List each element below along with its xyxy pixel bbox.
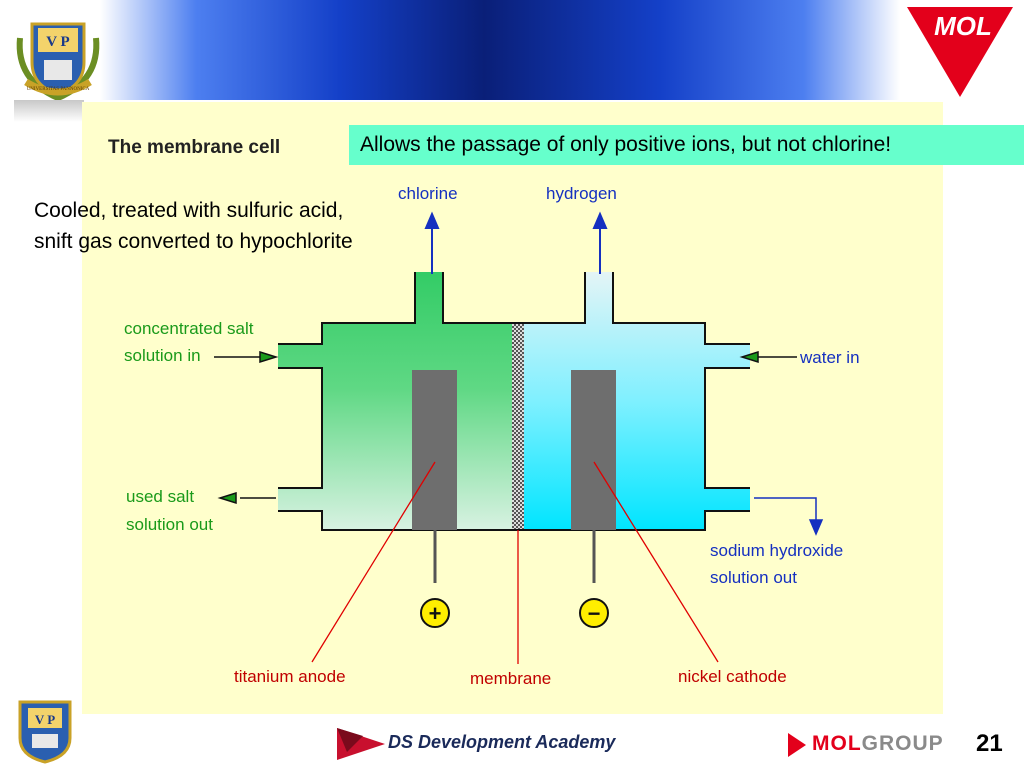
shadow-strip	[14, 100, 84, 122]
label-cathode: nickel cathode	[678, 667, 787, 686]
label-anode: titanium anode	[234, 667, 346, 686]
membrane	[512, 323, 524, 530]
label-salt-in-2: solution in	[124, 346, 201, 365]
crest-small-letters: V P	[35, 712, 55, 727]
anode-compartment-fluid	[278, 272, 512, 530]
label-naoh-1: sodium hydroxide	[710, 541, 843, 560]
minus-sign: −	[588, 601, 601, 626]
academy-logo	[337, 728, 385, 760]
naoh-out-arrow	[754, 497, 817, 522]
hydrogen-arrowhead-icon	[592, 211, 608, 229]
label-hydrogen: hydrogen	[546, 184, 617, 203]
naoh-out-arrowhead-icon	[808, 519, 824, 536]
molgroup-wordmark: MOLGROUP	[812, 732, 944, 756]
negative-terminal	[579, 598, 609, 628]
nickel-cathode	[571, 370, 616, 530]
header-gradient-band	[100, 0, 900, 100]
label-naoh-2: solution out	[710, 568, 797, 587]
membrane-cell-diagram: The membrane cell + −	[108, 137, 860, 688]
membrane-callout: Allows the passage of only positive ions…	[349, 125, 1024, 165]
crest-letters: V P	[46, 34, 69, 50]
water-in-arrowhead-icon	[739, 350, 759, 364]
crest-motto: UNIVERSITAS PANNONICA	[27, 87, 90, 92]
cathode-compartment-fluid	[524, 272, 750, 530]
positive-terminal	[420, 598, 450, 628]
mol-triangle-logo: MOL	[907, 7, 1013, 97]
cell-outline	[278, 272, 750, 531]
academy-name: DS Development Academy	[388, 732, 616, 752]
label-water-in: water in	[799, 348, 860, 367]
anode-pointer-line	[311, 461, 436, 663]
molgroup-group: GROUP	[861, 732, 944, 755]
molgroup-mol: MOL	[812, 732, 862, 755]
chlorine-treatment-note: Cooled, treated with sulfuric acid, snif…	[34, 199, 353, 253]
university-crest-logo: V P UNIVERSITAS PANNONICA	[16, 22, 100, 102]
titanium-anode	[412, 370, 457, 530]
salt-in-arrowhead-icon	[259, 350, 279, 364]
page-number: 21	[976, 730, 1003, 757]
salt-out-arrowhead-icon	[217, 491, 237, 505]
mol-logo-text: MOL	[934, 11, 992, 41]
chlorine-arrowhead-icon	[424, 211, 440, 229]
diagram-title: The membrane cell	[108, 137, 280, 158]
label-salt-out-2: solution out	[126, 515, 213, 534]
label-chlorine: chlorine	[398, 184, 458, 203]
university-crest-small-logo: V P	[18, 700, 72, 764]
label-membrane: membrane	[470, 669, 551, 688]
label-salt-out-1: used salt	[126, 487, 194, 506]
cathode-pointer-line	[593, 461, 719, 663]
plus-sign: +	[429, 601, 442, 626]
molgroup-arrow-icon	[788, 733, 806, 757]
label-salt-in-1: concentrated salt	[124, 319, 254, 338]
